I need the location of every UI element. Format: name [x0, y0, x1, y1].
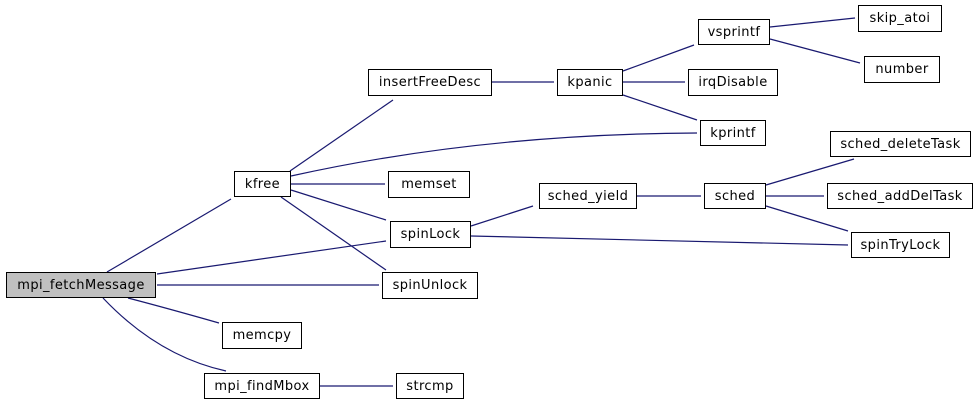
graph-node-kprintf[interactable]: kprintf — [700, 120, 766, 146]
graph-node-spinLock[interactable]: spinLock — [390, 221, 471, 248]
graph-node-sched_deleteTask[interactable]: sched_deleteTask — [830, 131, 971, 157]
edge-sched-to-sched_deleteTask — [765, 158, 855, 186]
graph-node-irqDisable[interactable]: irqDisable — [688, 69, 778, 96]
edge-spinLock-to-spinTryLock — [470, 235, 849, 246]
graph-node-label: irqDisable — [698, 75, 768, 90]
graph-node-memcpy[interactable]: memcpy — [222, 322, 302, 349]
graph-node-sched[interactable]: sched — [704, 183, 766, 209]
graph-node-spinUnlock[interactable]: spinUnlock — [382, 272, 478, 299]
graph-node-memset[interactable]: memset — [388, 171, 470, 198]
graph-node-sched_addDelTask[interactable]: sched_addDelTask — [827, 183, 973, 209]
graph-node-label: sched_yield — [547, 188, 629, 204]
edge-kfree-to-insertFreeDesc — [289, 99, 394, 172]
graph-node-vsprintf[interactable]: vsprintf — [698, 19, 770, 45]
graph-node-label: mpi_findMbox — [214, 378, 310, 394]
graph-node-label: sched_addDelTask — [837, 188, 963, 204]
edge-kfree-to-spinLock — [290, 189, 387, 221]
graph-node-label: skip_atoi — [869, 11, 931, 26]
graph-node-label: number — [875, 62, 929, 77]
graph-node-label: kpanic — [567, 75, 613, 90]
graph-node-skip_atoi[interactable]: skip_atoi — [858, 5, 942, 32]
graph-node-label: insertFreeDesc — [378, 75, 482, 90]
graph-node-label: memcpy — [232, 328, 292, 343]
graph-node-mpi_fetchMessage[interactable]: mpi_fetchMessage — [6, 272, 156, 298]
edge-mpi_fetchMessage-to-kfree — [106, 198, 232, 273]
edge-mpi_fetchMessage-to-spinLock — [156, 240, 387, 275]
edge-vsprintf-to-number — [769, 38, 861, 64]
edge-mpi_fetchMessage-to-memcpy — [127, 297, 220, 324]
graph-node-label: spinUnlock — [392, 278, 468, 293]
graph-node-label: mpi_fetchMessage — [17, 277, 145, 293]
edge-kfree-to-kprintf — [290, 132, 698, 177]
graph-node-label: kfree — [244, 176, 281, 192]
graph-node-kfree[interactable]: kfree — [234, 171, 291, 197]
graph-node-label: vsprintf — [707, 24, 761, 40]
graph-node-kpanic[interactable]: kpanic — [557, 69, 623, 96]
graph-node-label: spinTryLock — [860, 237, 941, 253]
graph-node-mpi_findMbox[interactable]: mpi_findMbox — [204, 373, 320, 399]
edge-kfree-to-spinUnlock — [280, 196, 387, 271]
edge-kpanic-to-kprintf — [622, 94, 698, 121]
graph-node-number[interactable]: number — [864, 56, 940, 83]
edge-spinLock-to-sched_yield — [470, 205, 534, 227]
graph-node-insertFreeDesc[interactable]: insertFreeDesc — [368, 69, 492, 96]
graph-node-label: kprintf — [710, 125, 756, 141]
graph-node-label: sched — [714, 188, 756, 204]
edge-mpi_fetchMessage-to-mpi_findMbox — [102, 297, 227, 372]
edge-group — [102, 17, 861, 387]
edge-sched-to-spinTryLock — [765, 205, 849, 232]
graph-node-label: sched_deleteTask — [840, 136, 961, 152]
graph-node-sched_yield[interactable]: sched_yield — [539, 183, 637, 209]
edge-kpanic-to-vsprintf — [622, 44, 695, 72]
graph-node-strcmp[interactable]: strcmp — [396, 373, 464, 399]
graph-node-label: strcmp — [406, 378, 454, 394]
graph-node-label: spinLock — [400, 227, 461, 242]
graph-node-label: memset — [401, 177, 457, 192]
edge-vsprintf-to-skip_atoi — [769, 17, 856, 28]
graph-node-spinTryLock[interactable]: spinTryLock — [851, 232, 950, 258]
